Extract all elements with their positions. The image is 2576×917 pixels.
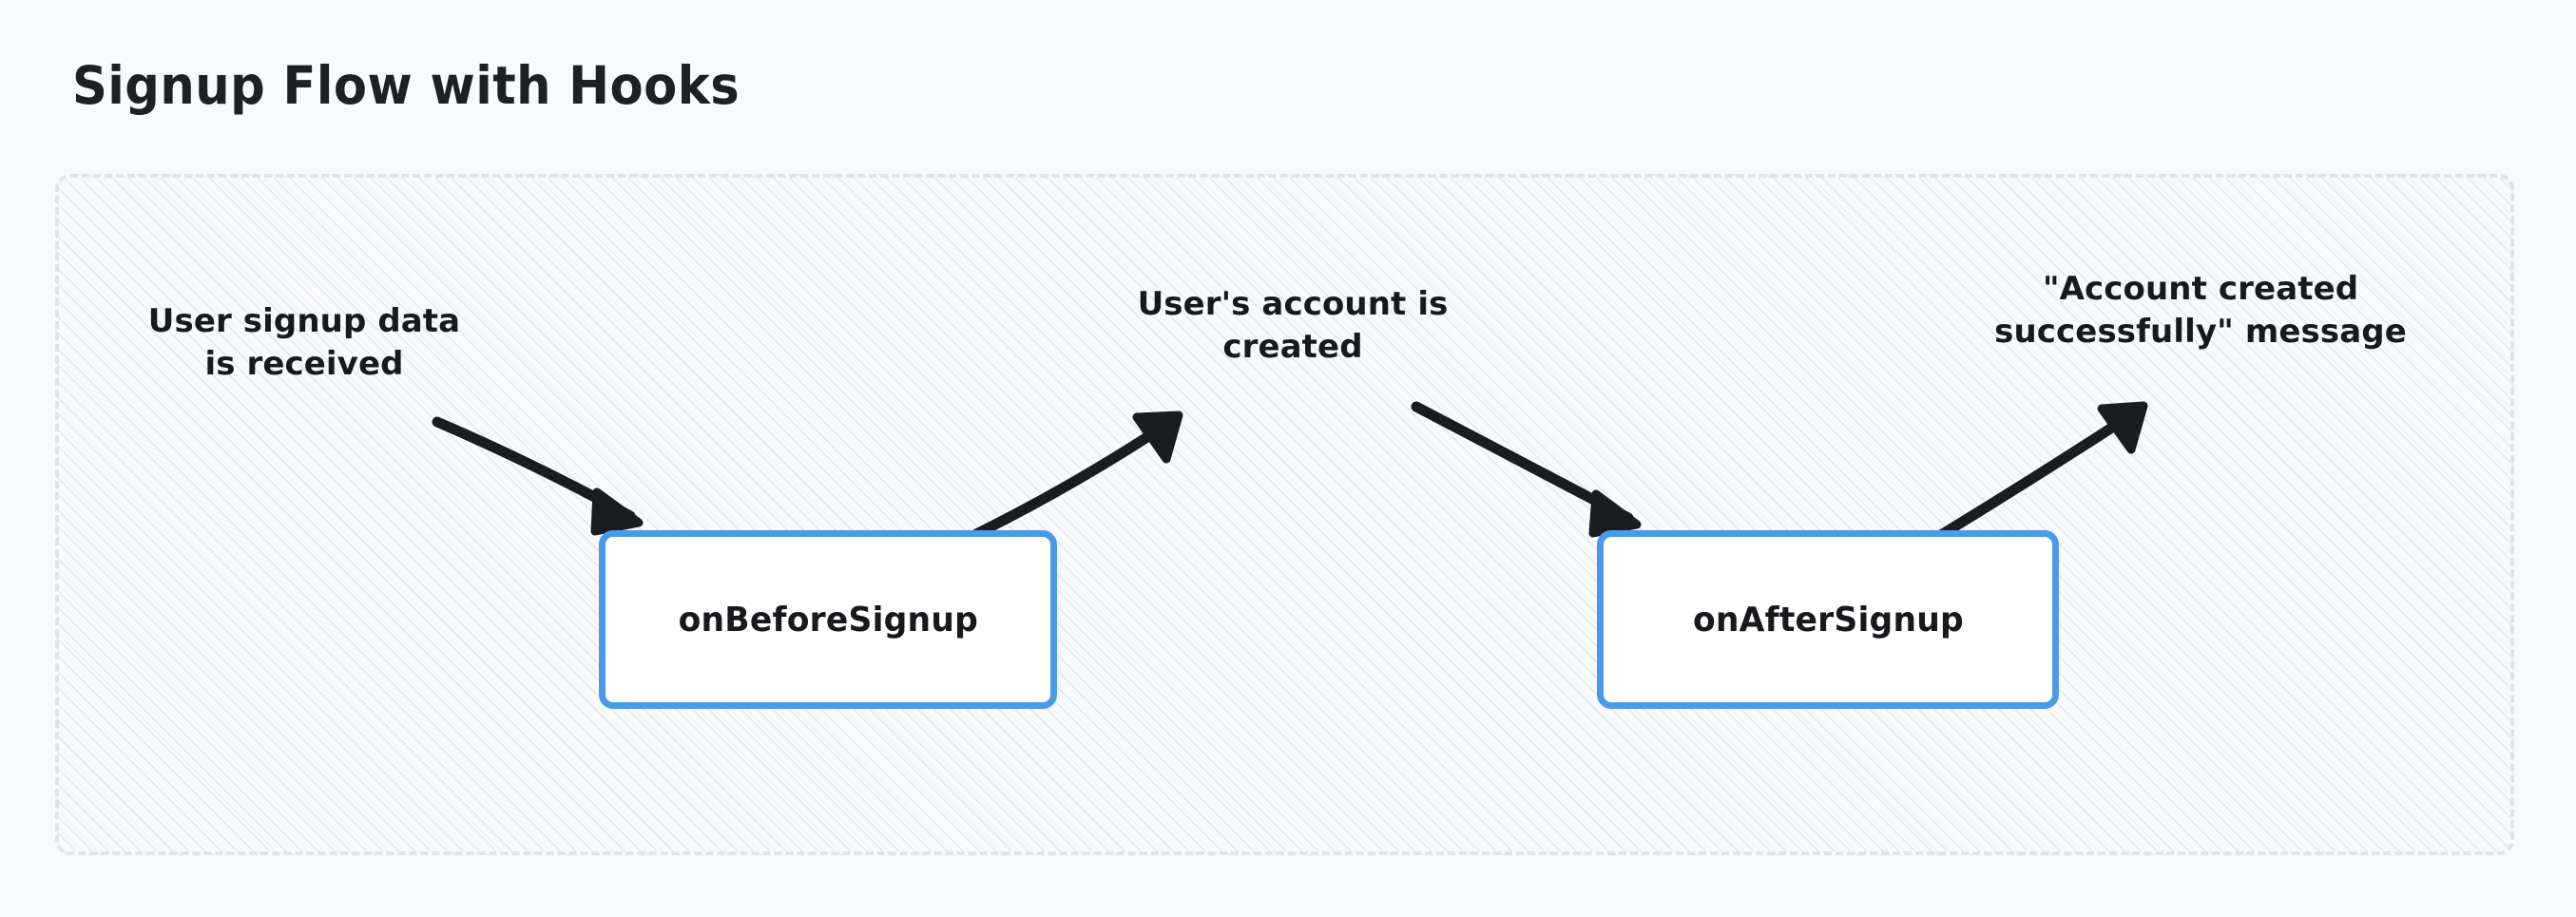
page-title: Signup Flow with Hooks bbox=[72, 55, 740, 116]
node-label-on-before-signup: onBeforeSignup bbox=[678, 600, 978, 640]
node-on-after-signup[interactable]: onAfterSignup bbox=[1597, 530, 2059, 709]
edge-label-account-created: User's account is created bbox=[1137, 285, 1449, 367]
node-label-on-after-signup: onAfterSignup bbox=[1692, 600, 1964, 640]
node-on-before-signup[interactable]: onBeforeSignup bbox=[599, 530, 1057, 709]
edge-label-success-message: "Account created successfully" message bbox=[1994, 270, 2407, 352]
edge-label-signup-data: User signup data is received bbox=[147, 302, 461, 384]
